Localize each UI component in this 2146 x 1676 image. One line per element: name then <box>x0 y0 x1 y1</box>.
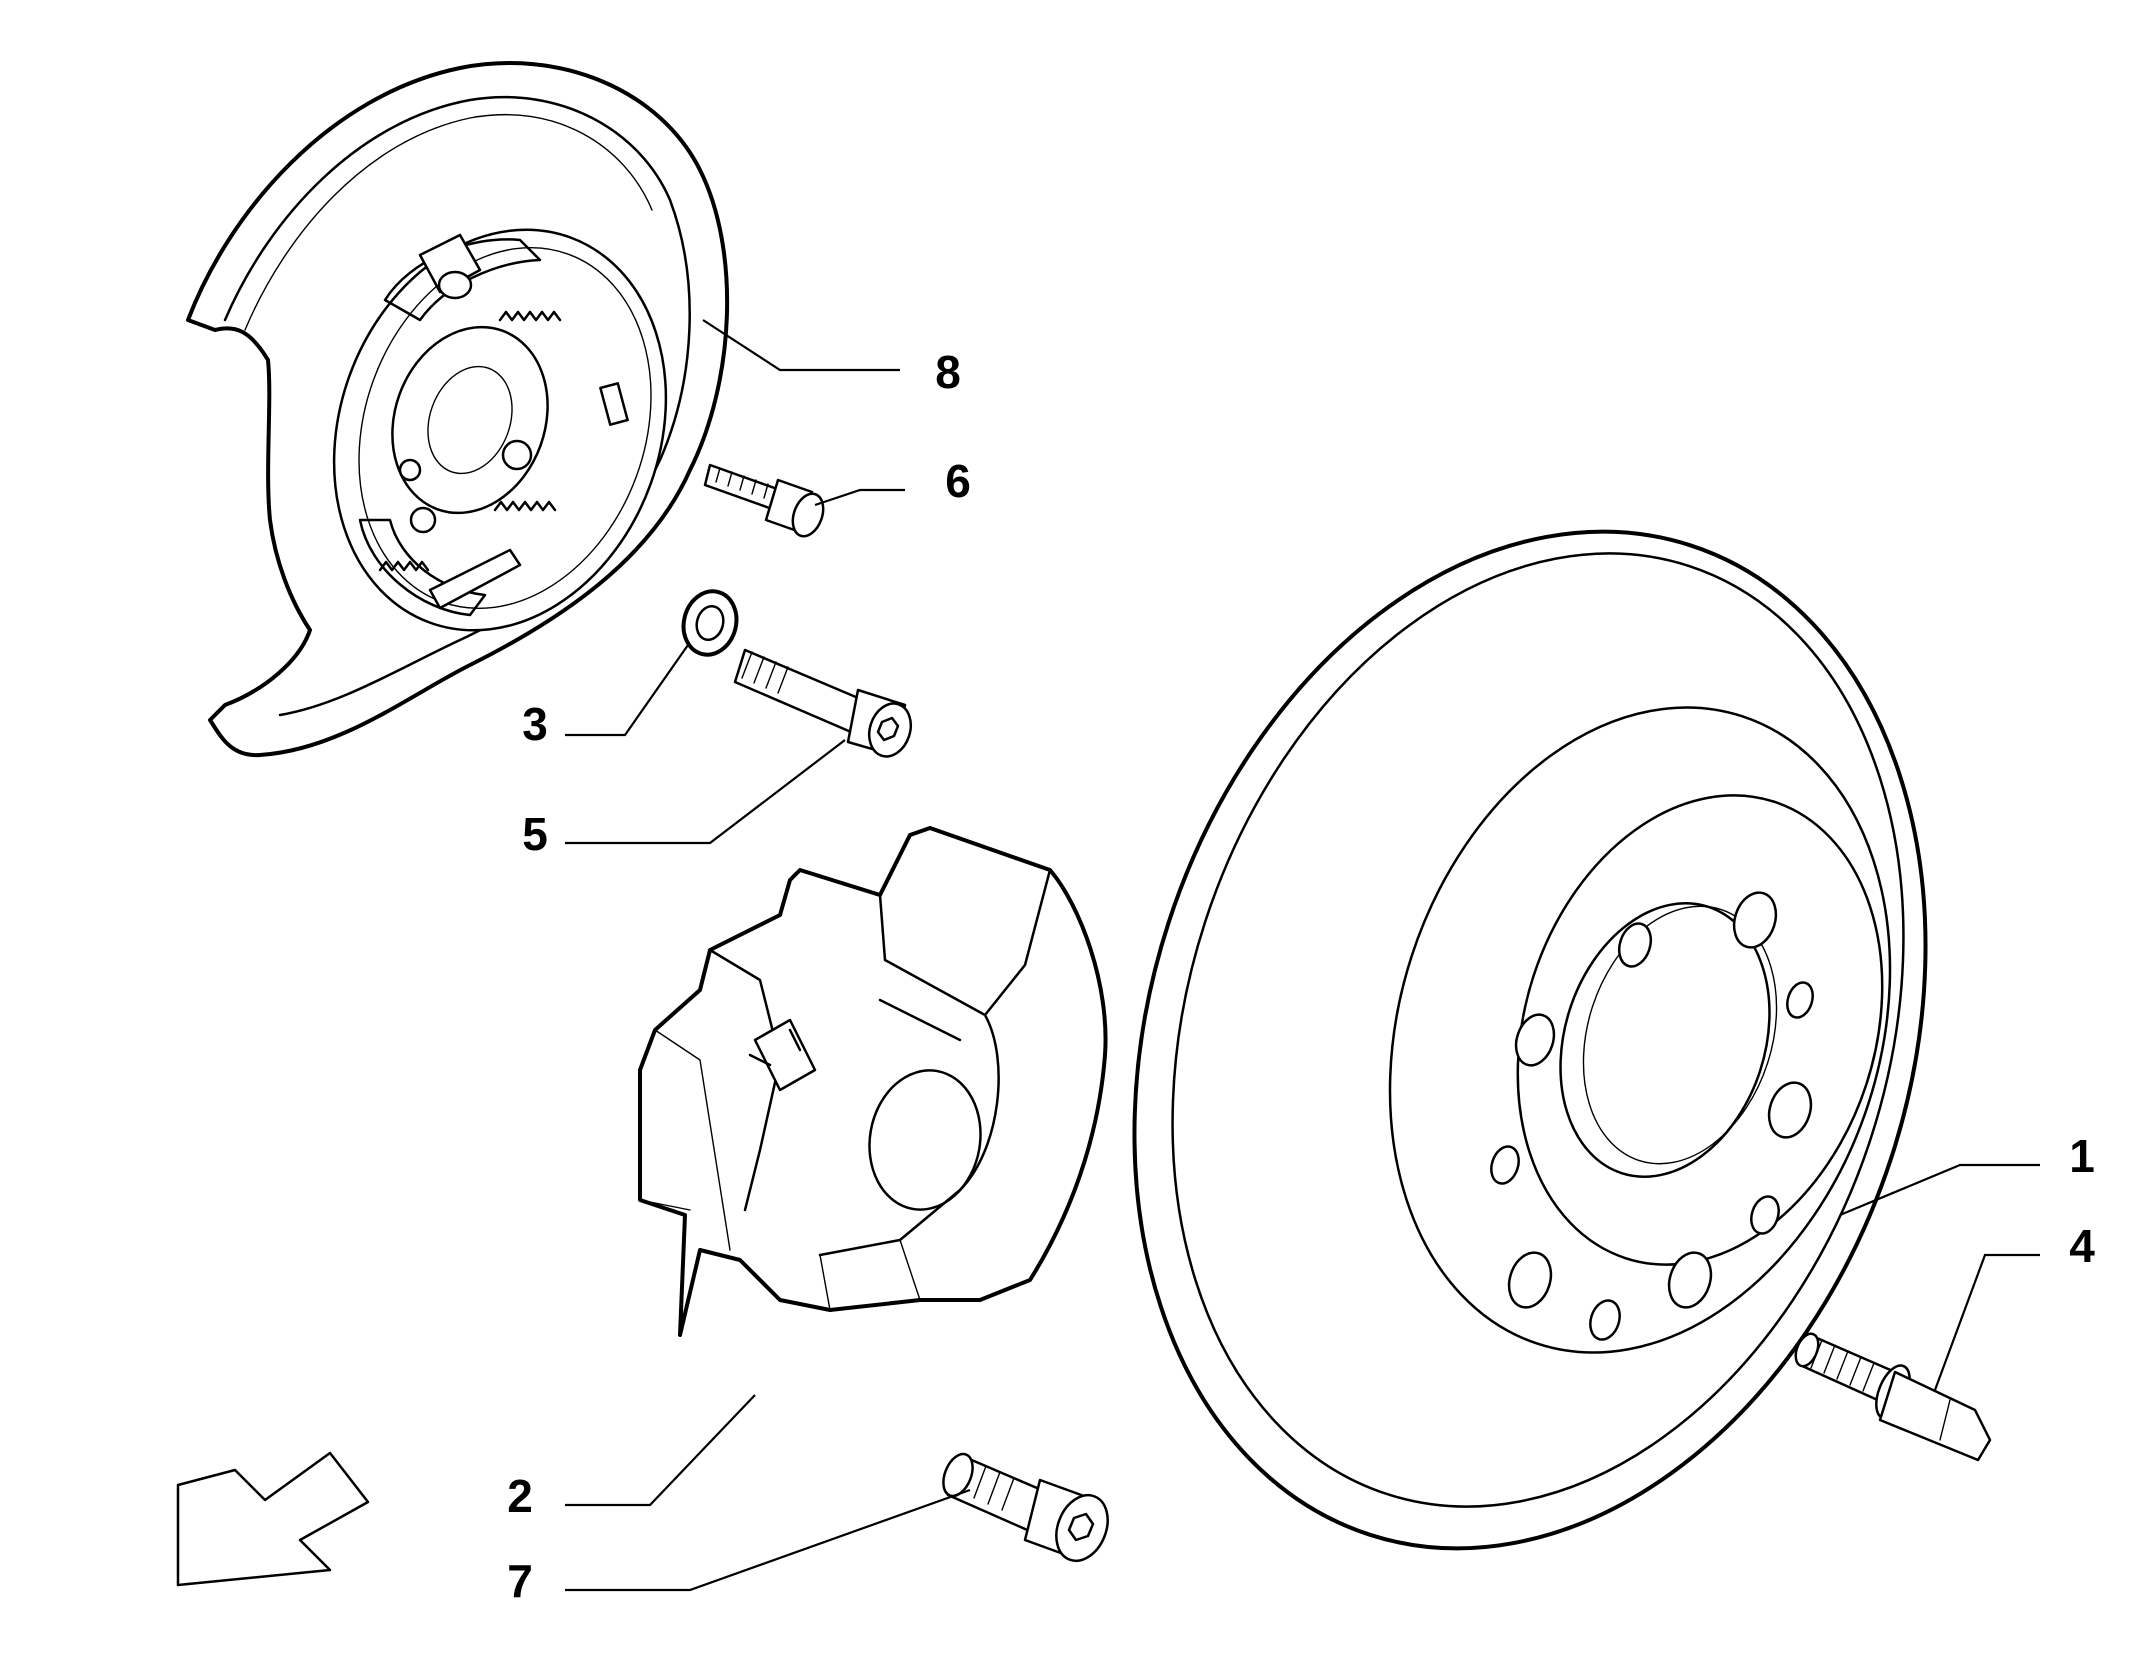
direction-arrow-icon <box>176 1451 370 1587</box>
callout-7: 7 <box>507 1555 533 1607</box>
callout-2: 2 <box>507 1470 533 1522</box>
hex-socket-bolt <box>942 1452 1109 1563</box>
brake-caliper <box>638 826 1108 1337</box>
callout-4: 4 <box>2069 1220 2095 1272</box>
flange-bolt <box>703 463 825 538</box>
backing-plate-assembly <box>186 61 730 758</box>
leader-lines <box>565 319 2040 1592</box>
leader-6 <box>814 488 905 507</box>
callout-8: 8 <box>935 346 961 398</box>
callout-1: 1 <box>2069 1130 2095 1182</box>
callout-6: 6 <box>945 455 971 507</box>
washer <box>681 589 739 657</box>
leader-7 <box>565 1488 971 1592</box>
wheel-stud <box>1794 1332 1992 1462</box>
leader-3 <box>565 644 689 737</box>
leader-2 <box>565 1394 756 1507</box>
leader-8 <box>702 319 900 372</box>
callout-labels: 8 6 3 5 2 7 1 4 <box>507 346 2095 1607</box>
leader-5 <box>565 739 846 845</box>
leader-1 <box>1839 1163 2040 1217</box>
brake-disc <box>1132 529 1928 1551</box>
callout-5: 5 <box>522 808 548 860</box>
leader-4 <box>1933 1253 2040 1391</box>
callout-3: 3 <box>522 698 548 750</box>
caliper-bolt <box>733 648 913 758</box>
